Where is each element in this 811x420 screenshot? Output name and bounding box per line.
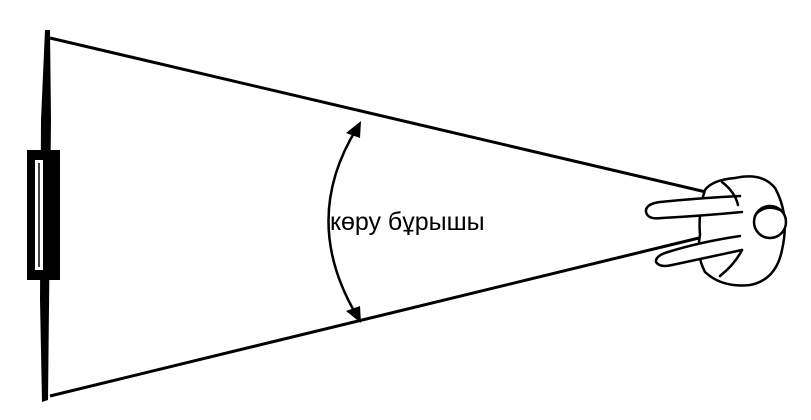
screen-stand bbox=[27, 150, 60, 280]
angle-arc bbox=[327, 121, 361, 323]
sight-line-bottom bbox=[49, 226, 741, 398]
angle-label: көру бұрышы bbox=[330, 208, 485, 236]
viewer-head bbox=[752, 204, 788, 240]
viewer-person-icon bbox=[644, 175, 788, 287]
viewer-upper-arm bbox=[644, 194, 744, 220]
arc-arrowhead-bottom-icon bbox=[346, 306, 361, 323]
angle-arc-curve bbox=[327, 127, 359, 317]
sight-line-top bbox=[49, 36, 741, 202]
viewer-back-detail bbox=[718, 248, 744, 278]
arc-arrowhead-top-icon bbox=[346, 121, 361, 138]
screen-panel bbox=[27, 30, 60, 402]
viewer-head-detail bbox=[754, 206, 782, 216]
viewer-shoulder-detail bbox=[720, 180, 740, 207]
viewer-lower-arm bbox=[654, 234, 744, 268]
